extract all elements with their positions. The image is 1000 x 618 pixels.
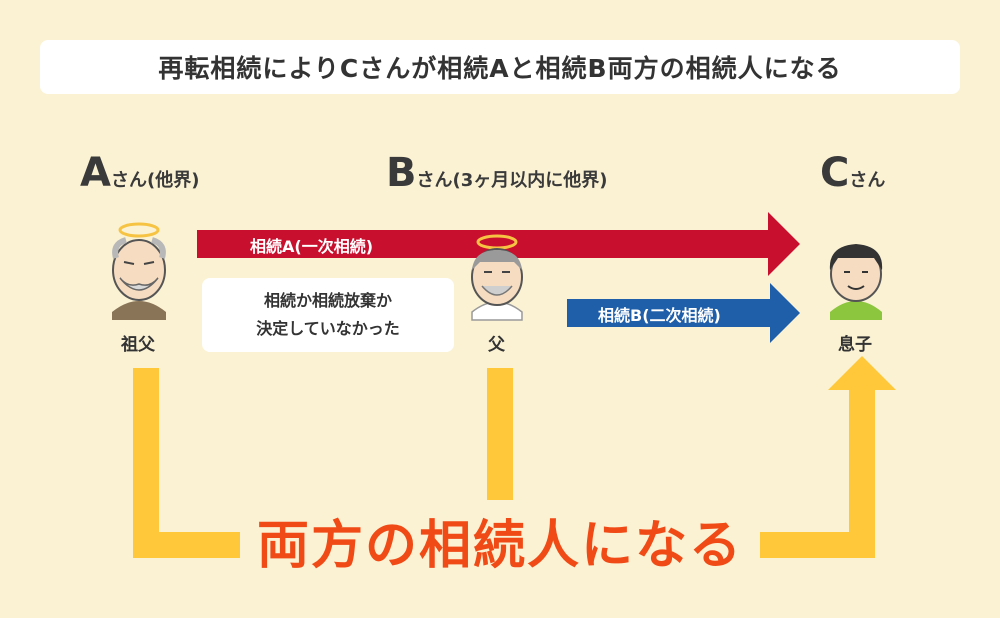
person-a-label: Aさん(他界) <box>80 150 200 196</box>
person-c-label: Cさん <box>820 150 886 196</box>
note-line-1: 相続か相続放棄か <box>263 291 392 310</box>
arrow-b-label: 相続B(二次相続) <box>598 306 721 325</box>
grandfather-angel-icon <box>112 222 166 320</box>
person-b-label: Bさん(3ヶ月以内に他界) <box>386 150 608 196</box>
arrow-a-label: 相続A(一次相続) <box>250 237 374 256</box>
title-text: 再転相続によりCさんが相続Aと相続B両方の相続人になる <box>158 54 842 83</box>
son-icon <box>829 244 883 320</box>
conclusion-text: 両方の相続人になる <box>240 500 760 580</box>
note-line-2: 決定していなかった <box>256 319 400 338</box>
note-box: 相続か相続放棄か 決定していなかった <box>202 278 454 352</box>
role-son: 息子 <box>838 335 872 355</box>
role-grandfather: 祖父 <box>121 335 155 355</box>
father-angel-icon <box>471 234 523 321</box>
title-banner: 再転相続によりCさんが相続Aと相続B両方の相続人になる <box>40 40 960 94</box>
arrow-b <box>567 283 800 343</box>
role-father: 父 <box>488 335 505 355</box>
